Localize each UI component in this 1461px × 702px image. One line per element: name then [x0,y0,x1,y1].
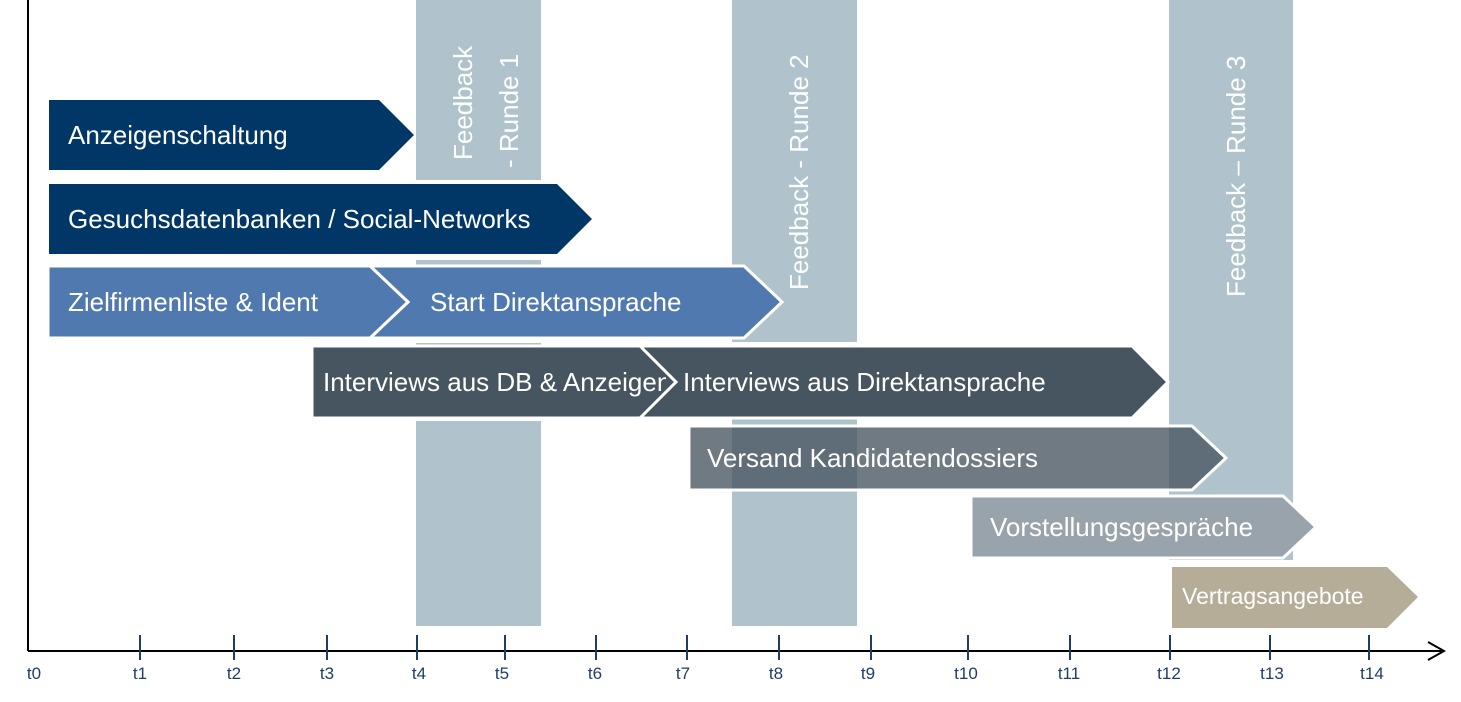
tick-label-t0: t0 [26,664,42,683]
tick-label-t5: t5 [494,664,510,683]
phase-vertrag-label: Vertragsangebote [1182,583,1364,609]
phase-vertrag-shape [1172,567,1418,628]
phase-versand-shape [687,424,1229,492]
phase-zielfirmenliste-label: Zielfirmenliste & Ident [68,287,318,317]
phase-interviews-db: Interviews aus DB & Anzeigen [310,344,679,420]
phase-interviews-direktansprache-label: Interviews aus Direktansprache [683,367,1046,397]
phase-interviews-db-label: Interviews aus DB & Anzeigen [323,367,666,397]
tick-label-t11: t11 [1057,664,1081,683]
phase-interviews-db-shape [310,344,679,420]
phase-anzeigenschaltung: Anzeigenschaltung [49,100,414,170]
tick-label-t13: t13 [1260,664,1284,683]
phase-interviews-direktansprache: Interviews aus Direktansprache [632,344,1171,420]
phase-start-direktansprache-label: Start Direktansprache [430,287,682,317]
tick-label-t8: t8 [768,664,784,683]
x-axis-arrowhead [1427,641,1447,661]
tick-label-t6: t6 [587,664,603,683]
phase-gesuchsdatenbanken-label: Gesuchsdatenbanken / Social-Networks [68,204,531,234]
phase-vorstellung-shape [969,494,1319,560]
phase-start-direktansprache: Start Direktansprache [366,264,785,340]
tick-label-t2: t2 [226,664,242,683]
tick-label-t4: t4 [411,664,427,683]
phase-anzeigenschaltung-label: Anzeigenschaltung [68,120,288,150]
band-gap-4 [732,342,857,347]
band-gap-3 [416,338,541,343]
tick-label-t1: t1 [132,664,148,683]
tick-label-t7: t7 [675,664,691,683]
band-gap-1 [416,180,541,185]
phase-anzeigenschaltung-shape [49,100,414,170]
phase-vorstellung: Vorstellungsgespräche [969,494,1319,560]
phase-vertrag: Vertragsangebote [1172,567,1418,628]
phase-gesuchsdatenbanken: Gesuchsdatenbanken / Social-Networks [49,184,592,254]
x-axis-ticks [139,635,1370,660]
phase-versand-label: Versand Kandidatendossiers [707,443,1039,473]
tick-label-t12: t12 [1157,664,1181,683]
tick-label-t14: t14 [1360,664,1384,683]
tick-label-t9: t9 [860,664,876,683]
phase-gesuchsdatenbanken-shape [49,184,592,254]
tick-label-t10: t10 [954,664,978,683]
phase-vorstellung-label: Vorstellungsgespräche [990,512,1254,542]
phase-zielfirmenliste: Zielfirmenliste & Ident [46,264,411,340]
band-gap-2 [416,254,541,260]
phase-versand: Versand Kandidatendossiers [687,424,1229,492]
phase-zielfirmenliste-shape [46,264,411,340]
tick-label-t3: t3 [319,664,335,683]
